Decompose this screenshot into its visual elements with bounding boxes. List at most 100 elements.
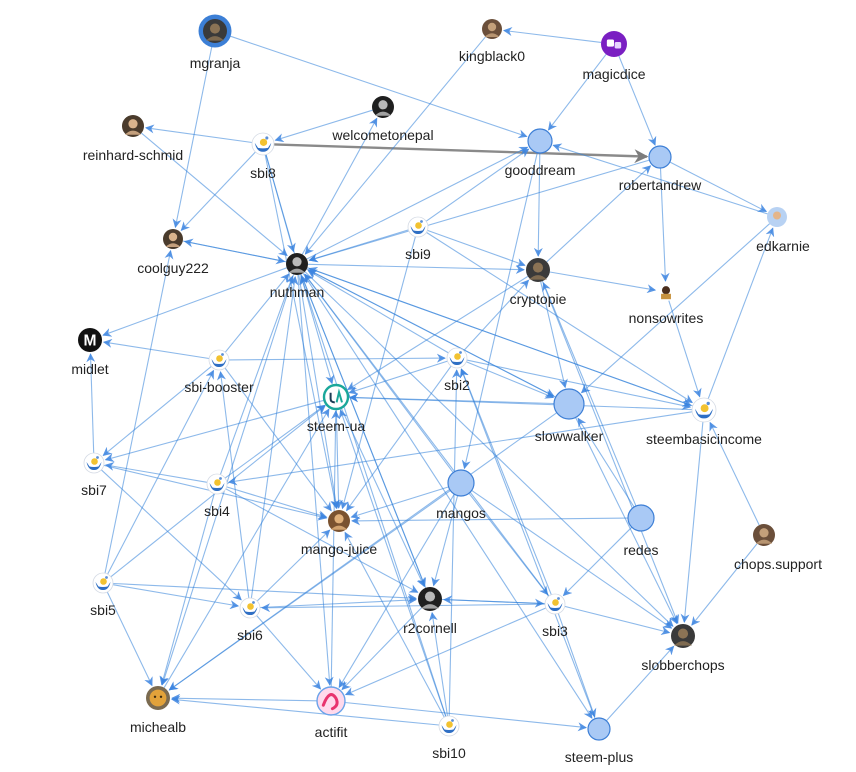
edge-robertandrew-to-edkarnie (669, 161, 768, 212)
avatar-photo-icon (198, 14, 232, 48)
edge-sbi4-to-sbi7 (104, 461, 208, 483)
node-mangos[interactable] (447, 469, 475, 497)
node-chops.support[interactable] (753, 524, 775, 546)
edge-sbi3-to-nuthman (304, 273, 550, 597)
node-label-slobberchops: slobberchops (641, 657, 724, 673)
node-label-sbi7: sbi7 (81, 482, 107, 498)
node-label-slowwalker: slowwalker (535, 428, 604, 444)
edge-sbi-booster-to-sbi2 (228, 353, 446, 363)
edge-sbi6-to-nuthman (250, 276, 299, 599)
node-sbi-booster[interactable] (208, 349, 230, 371)
node-coolguy222[interactable] (163, 229, 183, 249)
node-sbi2[interactable] (446, 347, 468, 369)
node-steem-ua[interactable] (322, 383, 350, 411)
node-kingblack0[interactable] (482, 19, 502, 39)
node-redes[interactable] (627, 504, 655, 532)
edge-mangos-to-slobberchops (471, 489, 673, 629)
node-label-coolguy222: coolguy222 (137, 260, 209, 276)
node-sbi7[interactable] (83, 452, 105, 474)
edge-gooddream-to-mangos (461, 152, 538, 470)
edge-sbi2-to-nuthman (307, 270, 449, 354)
node-gooddream[interactable] (527, 128, 553, 154)
node-layer: M (78, 14, 787, 741)
edge-r2cornell-to-nuthman (300, 275, 427, 589)
edge-nuthman-to-gooddream (306, 146, 529, 260)
edge-mangos-to-actifit (338, 493, 455, 689)
avatar-photo-icon (657, 283, 675, 301)
edge-chops.support-to-steembasicincome (709, 421, 760, 526)
node-robertandrew[interactable] (648, 145, 672, 169)
node-sbi5[interactable] (92, 572, 114, 594)
node-label-mango-juice: mango-juice (301, 541, 377, 557)
m-logo-icon: M (78, 328, 102, 352)
node-edkarnie[interactable] (767, 207, 787, 227)
edge-sbi2-to-mango-juice (346, 365, 452, 512)
node-label-gooddream: gooddream (505, 162, 576, 178)
node-sbi6[interactable] (239, 597, 261, 619)
node-label-actifit: actifit (315, 724, 348, 740)
node-label-chops.support: chops.support (734, 556, 822, 572)
node-label-magicdice: magicdice (582, 66, 645, 82)
edge-sbi5-to-r2cornell (112, 582, 417, 603)
edge-edkarnie-to-gooddream (552, 143, 768, 215)
node-label-reinhard-schmid: reinhard-schmid (83, 147, 183, 163)
node-sbi4[interactable] (206, 473, 228, 495)
node-michealb[interactable] (146, 686, 170, 710)
edge-chops.support-to-slobberchops (691, 543, 758, 626)
node-steem-plus[interactable] (587, 717, 611, 741)
edge-sbi2-to-steembasicincome (466, 359, 692, 410)
edge-sbi10-to-mango-juice (344, 531, 445, 718)
edge-sbi8-to-mango-juice (264, 154, 340, 510)
node-label-sbi9: sbi9 (405, 246, 431, 262)
node-welcometonepal[interactable] (372, 96, 394, 118)
plain-circle-icon (648, 145, 672, 169)
node-sbi9[interactable] (407, 216, 429, 238)
node-sbi10[interactable] (438, 715, 460, 737)
edge-robertandrew-to-nonsowrites (659, 167, 670, 282)
node-mango-juice[interactable] (328, 510, 350, 532)
node-nuthman[interactable] (286, 253, 308, 275)
dice-logo-icon (601, 31, 627, 57)
avatar-photo-icon (482, 19, 502, 39)
avatar-photo-icon (418, 587, 442, 611)
node-label-mangos: mangos (436, 505, 486, 521)
edge-steem-ua-to-sbi7 (104, 399, 325, 463)
sbi-hands-icon (92, 572, 114, 594)
edge-sbi-booster-to-sbi7 (102, 365, 212, 456)
node-reinhard-schmid[interactable] (122, 115, 144, 137)
edge-sbi3-to-sbi2 (460, 368, 552, 595)
node-r2cornell[interactable] (418, 587, 442, 611)
node-midlet[interactable]: M (78, 328, 102, 352)
node-magicdice[interactable] (601, 31, 627, 57)
edge-edkarnie-to-slowwalker (580, 223, 770, 394)
edge-sbi10-to-r2cornell (428, 611, 449, 717)
edge-sbi6-to-actifit (256, 615, 322, 690)
node-nonsowrites[interactable] (657, 283, 675, 301)
plain-circle-icon (627, 504, 655, 532)
edge-coolguy222-to-nuthman (182, 240, 286, 265)
node-sbi8[interactable] (251, 132, 275, 156)
edge-sbi2-to-cryptopie (463, 279, 530, 351)
plain-circle-icon (447, 469, 475, 497)
node-cryptopie[interactable] (526, 258, 550, 282)
node-label-sbi2: sbi2 (444, 377, 470, 393)
node-actifit[interactable] (316, 686, 346, 716)
node-slowwalker[interactable] (553, 388, 585, 420)
svg-text:M: M (84, 332, 97, 349)
node-mgranja[interactable] (198, 14, 232, 48)
node-sbi3[interactable] (544, 593, 566, 615)
edge-steembasicincome-to-slobberchops (680, 421, 704, 623)
avatar-photo-icon (372, 96, 394, 118)
avatar-photo-icon (753, 524, 775, 546)
edge-magicdice-to-kingblack0 (503, 27, 602, 43)
node-steembasicincome[interactable] (691, 397, 717, 423)
node-slobberchops[interactable] (671, 624, 695, 648)
edge-cryptopie-to-robertandrew (546, 165, 652, 263)
edge-steembasicincome-to-steem-ua (349, 393, 693, 411)
edge-mgranja-to-coolguy222 (172, 45, 213, 229)
edge-redes-to-slowwalker (577, 417, 635, 508)
node-label-sbi10: sbi10 (432, 745, 466, 761)
edge-actifit-to-michealb (171, 693, 318, 703)
